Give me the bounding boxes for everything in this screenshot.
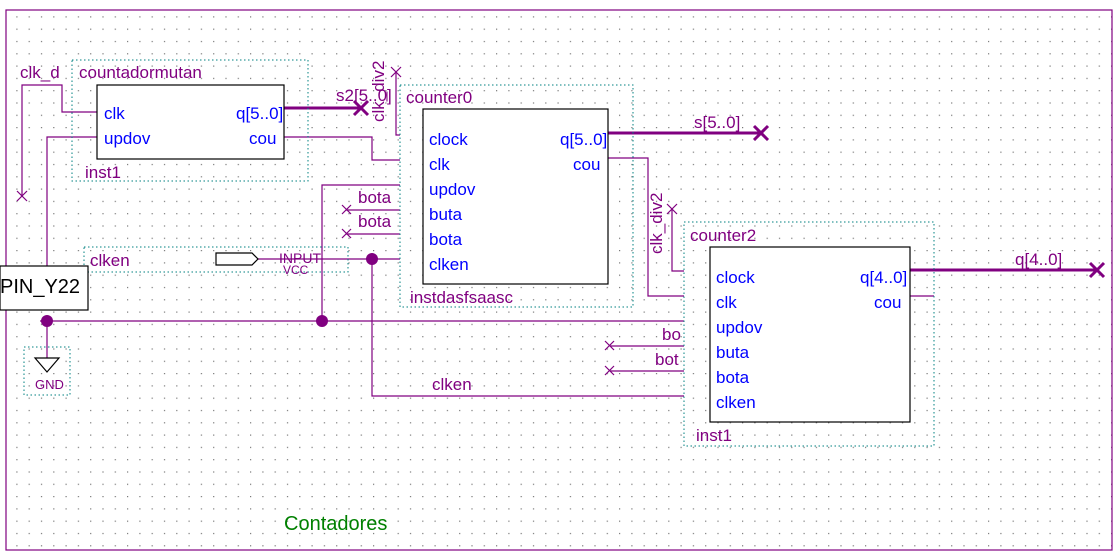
- block-countadormutan[interactable]: [96, 84, 285, 160]
- port-label: cou: [249, 129, 276, 148]
- net-label-clk-d: clk_d: [20, 63, 60, 82]
- wire-updov-counter0: [321, 184, 400, 321]
- group-border-counter0: [399, 84, 634, 308]
- port-label: updov: [716, 318, 763, 337]
- bus-end-mark: [352, 99, 370, 117]
- junction-dot: [316, 315, 328, 327]
- block-instance-counter0: instdasfsaasc: [410, 288, 513, 307]
- block-counter0[interactable]: [422, 108, 609, 285]
- port-label: updov: [429, 180, 476, 199]
- block-instance-counter2: inst1: [696, 426, 732, 445]
- group-border-counter2: [683, 221, 935, 447]
- no-connect-mark: [666, 203, 678, 215]
- port-label: q[5..0]: [236, 104, 283, 123]
- port-label: q[5..0]: [560, 130, 607, 149]
- wire-cou-counter0: [608, 157, 684, 297]
- port-label: clk: [104, 104, 125, 123]
- sheet-title: Contadores: [284, 513, 387, 535]
- bus-end-mark: [1088, 261, 1106, 279]
- net-label-clk-div2-b: clk_div2: [647, 193, 666, 254]
- port-label: updov: [104, 129, 151, 148]
- port-label: q[4..0]: [860, 268, 907, 287]
- port-label: buta: [716, 343, 750, 362]
- port-label: bota: [429, 230, 463, 249]
- no-connect-mark: [604, 340, 615, 351]
- junction-dot: [366, 253, 378, 265]
- port-label: clken: [429, 255, 469, 274]
- port-label: bota: [716, 368, 750, 387]
- gnd-icon: [33, 357, 61, 373]
- net-label-q: q[4..0]: [1015, 250, 1062, 269]
- pin-assignment-box[interactable]: [0, 265, 89, 311]
- input-pin-default: VCC: [283, 263, 309, 277]
- input-pin-type: INPUT: [279, 250, 321, 266]
- block-name-counter2: counter2: [690, 226, 756, 245]
- block-name-counter0: counter0: [406, 88, 472, 107]
- port-label: clock: [716, 268, 755, 287]
- wire-clk-d: [21, 84, 97, 196]
- wire-clkdiv2-a: [395, 72, 400, 136]
- net-label-bota: bota: [358, 188, 392, 207]
- wire-updov-1: [46, 136, 97, 266]
- no-connect-mark: [390, 66, 402, 78]
- block-counter2[interactable]: [709, 246, 911, 423]
- no-connect-mark: [604, 365, 615, 376]
- no-connect-mark: [341, 204, 352, 215]
- bus-end-mark: [752, 124, 770, 142]
- input-pin-symbol[interactable]: [215, 252, 259, 266]
- group-border-clken-pin: [83, 246, 349, 273]
- pin-assignment-label: PIN_Y22: [0, 276, 80, 298]
- block-instance-countadormutan: inst1: [85, 163, 121, 182]
- group-border-gnd: [23, 346, 71, 396]
- no-connect-mark: [341, 228, 352, 239]
- input-pin-name: clken: [90, 251, 130, 270]
- group-border-countadormutan: [71, 59, 309, 182]
- wire-clkdiv2-b: [671, 209, 684, 272]
- net-label-bot: bot: [655, 350, 679, 369]
- port-label: clken: [716, 393, 756, 412]
- net-label-clken: clken: [432, 375, 472, 394]
- port-label: clk: [429, 155, 450, 174]
- port-label: buta: [429, 205, 463, 224]
- no-connect-mark: [16, 190, 28, 202]
- port-label: clk: [716, 293, 737, 312]
- net-label-s2: s2[5..0]: [336, 86, 392, 105]
- port-label: cou: [874, 293, 901, 312]
- block-name-countadormutan: countadormutan: [79, 63, 202, 82]
- net-label-clk-div2-a: clk_div2: [369, 61, 388, 122]
- wire-cou-to-clk: [284, 136, 400, 161]
- net-label-s: s[5..0]: [694, 113, 740, 132]
- gnd-label: GND: [35, 377, 64, 392]
- port-label: clock: [429, 130, 468, 149]
- wire-clken-counter2: [371, 259, 684, 397]
- port-label: cou: [573, 155, 600, 174]
- net-label-bo: bo: [662, 325, 681, 344]
- net-label-bota: bota: [358, 212, 392, 231]
